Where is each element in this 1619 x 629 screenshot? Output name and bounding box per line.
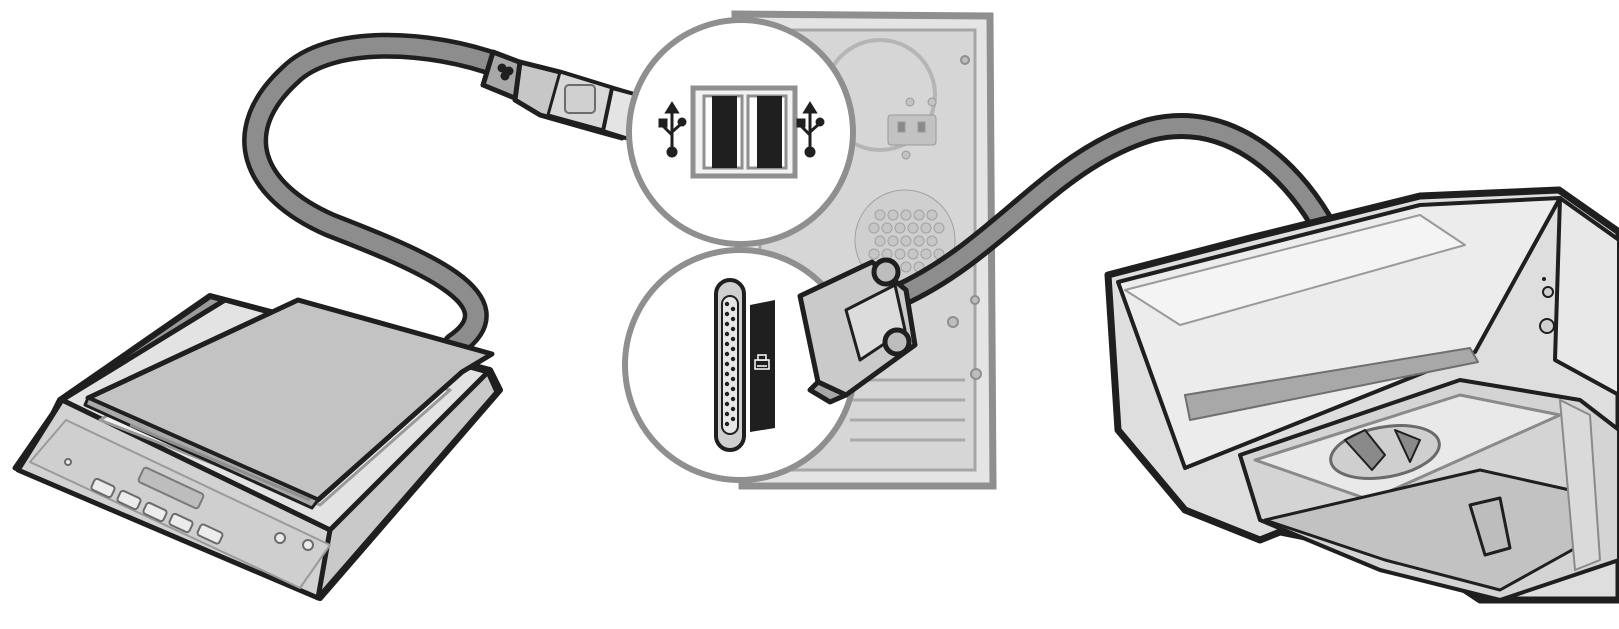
printer-resume-button[interactable] [1539, 318, 1555, 334]
power-socket [887, 97, 937, 160]
usb-port[interactable] [702, 94, 744, 170]
screws [947, 55, 982, 380]
scanner-display [137, 466, 205, 510]
printer [1104, 186, 1619, 604]
usb-plug [480, 49, 644, 142]
scanner-led [64, 458, 72, 466]
usb-ports-callout [626, 17, 856, 247]
printer-power-button[interactable] [1542, 286, 1554, 298]
usb-icon [564, 84, 596, 114]
scanner-button[interactable] [274, 532, 286, 544]
scanner [12, 293, 503, 601]
scanner-button[interactable] [116, 489, 142, 511]
usb-icon [658, 101, 687, 158]
tray-handle[interactable] [1468, 496, 1512, 557]
parallel-plug [797, 257, 918, 405]
printer-port-icon [754, 354, 770, 370]
usb-cable [242, 32, 513, 358]
parallel-cable [885, 113, 1333, 309]
scanner-button[interactable] [142, 501, 168, 523]
scanner-button[interactable] [168, 512, 194, 534]
scanner-button[interactable] [196, 523, 224, 545]
parallel-port[interactable] [714, 278, 746, 452]
parallel-port-callout [622, 247, 858, 483]
usb-icon [796, 101, 825, 158]
printer-led [1542, 277, 1546, 281]
scanner-button[interactable] [302, 539, 314, 551]
expansion-slots [850, 378, 965, 442]
scanner-button[interactable] [90, 477, 116, 499]
usb-port[interactable] [746, 94, 788, 170]
